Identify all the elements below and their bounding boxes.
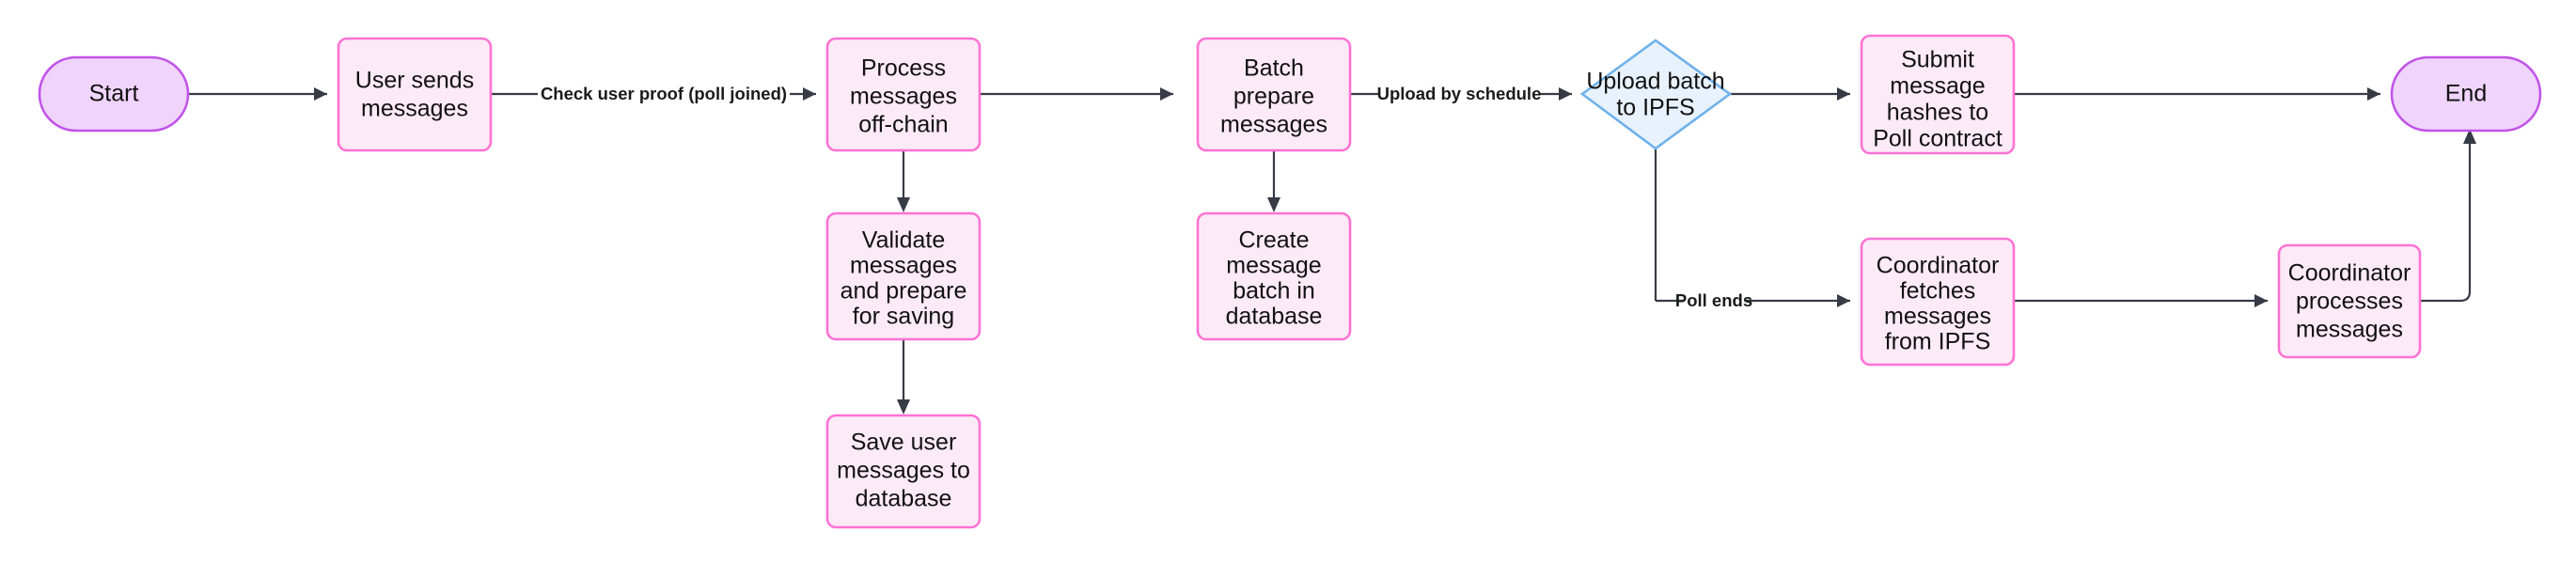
edge-submit-to-end <box>2014 87 2380 101</box>
node-start[interactable]: Start <box>38 55 190 133</box>
node-coordinator-fetches-messages-line3: messages <box>1884 304 1991 330</box>
edge-label-check-user-proof: Check user proof (poll joined) <box>541 84 787 103</box>
edges-layer: Check user proof (poll joined) <box>188 83 2476 414</box>
edge-label-upload-by-schedule: Upload by schedule <box>1377 84 1542 103</box>
edge-batch-to-upload-ipfs: Upload by schedule <box>1351 83 1572 105</box>
node-batch-prepare-messages-line2: prepare <box>1233 84 1314 110</box>
node-coordinator-fetches-messages-shape[interactable] <box>1860 237 2016 367</box>
node-batch-prepare-messages-line1: Batch <box>1244 55 1304 82</box>
node-upload-batch-to-ipfs[interactable]: Upload batch to IPFS <box>1579 39 1733 150</box>
node-upload-batch-to-ipfs-shape[interactable] <box>1579 39 1733 150</box>
node-save-user-messages-line1: Save user <box>851 430 957 456</box>
edge-process-to-batch <box>980 87 1173 101</box>
node-process-messages-off-chain-line3: off-chain <box>858 112 948 138</box>
node-user-sends-messages-shape[interactable] <box>337 37 493 152</box>
node-save-user-messages[interactable]: Save user messages to database <box>825 414 982 529</box>
node-submit-message-hashes-line3: hashes to <box>1887 100 1988 126</box>
node-coordinator-processes-messages[interactable]: Coordinator processes messages <box>2277 243 2422 359</box>
edge-batch-to-create-batch <box>1267 150 1280 212</box>
node-create-message-batch-line2: message <box>1226 253 1321 279</box>
node-coordinator-processes-messages-line2: processes <box>2296 289 2403 315</box>
node-batch-prepare-messages[interactable]: Batch prepare messages <box>1196 37 1352 152</box>
node-validate-messages-line4: for saving <box>853 304 954 330</box>
node-user-sends-messages[interactable]: User sends messages <box>337 37 493 152</box>
node-coordinator-processes-messages-shape[interactable] <box>2277 243 2422 359</box>
edge-upload-to-submit <box>1730 87 1850 101</box>
node-save-user-messages-line2: messages to <box>837 458 970 484</box>
edge-validate-to-save <box>897 339 910 414</box>
node-process-messages-off-chain[interactable]: Process messages off-chain <box>825 37 982 152</box>
node-end-shape[interactable] <box>2390 55 2542 133</box>
edge-process-to-validate <box>897 150 910 212</box>
node-process-messages-off-chain-line2: messages <box>850 84 957 110</box>
node-create-message-batch[interactable]: Create message batch in database <box>1196 211 1352 341</box>
edge-label-poll-ends: Poll ends <box>1675 290 1752 310</box>
node-end-label: End <box>2445 81 2487 107</box>
node-coordinator-processes-messages-line1: Coordinator <box>2288 260 2411 287</box>
node-upload-batch-to-ipfs-line1: Upload batch <box>1586 69 1724 95</box>
node-create-message-batch-shape[interactable] <box>1196 211 1352 341</box>
node-validate-messages[interactable]: Validate messages and prepare for saving <box>825 211 982 341</box>
edge-coordinator-fetches-to-processes <box>2014 294 2268 307</box>
node-create-message-batch-line4: database <box>1226 304 1323 330</box>
node-user-sends-messages-line2: messages <box>361 96 468 122</box>
node-submit-message-hashes-line4: Poll contract <box>1873 126 2003 152</box>
node-coordinator-fetches-messages-line1: Coordinator <box>1877 253 2000 279</box>
node-upload-batch-to-ipfs-line2: to IPFS <box>1616 95 1694 121</box>
node-validate-messages-shape[interactable] <box>825 211 982 341</box>
node-batch-prepare-messages-shape[interactable] <box>1196 37 1352 152</box>
node-create-message-batch-line1: Create <box>1238 227 1309 254</box>
node-process-messages-off-chain-line1: Process <box>861 55 946 82</box>
node-batch-prepare-messages-line3: messages <box>1220 112 1327 138</box>
node-process-messages-off-chain-shape[interactable] <box>825 37 982 152</box>
node-coordinator-processes-messages-line3: messages <box>2296 317 2403 343</box>
nodes-layer: Start User sends messages Process messag… <box>38 34 2542 529</box>
node-end[interactable]: End <box>2390 55 2542 133</box>
node-coordinator-fetches-messages[interactable]: Coordinator fetches messages from IPFS <box>1860 237 2016 367</box>
node-save-user-messages-line3: database <box>856 486 952 512</box>
node-validate-messages-line1: Validate <box>862 227 946 254</box>
node-coordinator-fetches-messages-line4: from IPFS <box>1885 329 1991 355</box>
node-create-message-batch-line3: batch in <box>1233 278 1315 305</box>
node-validate-messages-line3: and prepare <box>840 278 967 305</box>
node-start-shape[interactable] <box>38 55 190 133</box>
node-save-user-messages-shape[interactable] <box>825 414 982 529</box>
node-submit-message-hashes[interactable]: Submit message hashes to Poll contract <box>1860 34 2016 155</box>
node-coordinator-fetches-messages-line2: fetches <box>1900 278 1976 305</box>
node-submit-message-hashes-shape[interactable] <box>1860 34 2016 155</box>
edge-start-to-user-sends <box>188 87 327 101</box>
edge-user-sends-to-process: Check user proof (poll joined) <box>491 83 816 105</box>
node-user-sends-messages-line1: User sends <box>355 68 474 94</box>
edge-upload-to-coordinator-fetches: Poll ends <box>1654 149 1850 312</box>
edge-coordinator-processes-to-end <box>2420 129 2476 303</box>
node-start-label: Start <box>89 81 139 107</box>
node-submit-message-hashes-line2: message <box>1890 73 1985 100</box>
node-submit-message-hashes-line1: Submit <box>1901 47 1974 73</box>
node-validate-messages-line2: messages <box>850 253 957 279</box>
